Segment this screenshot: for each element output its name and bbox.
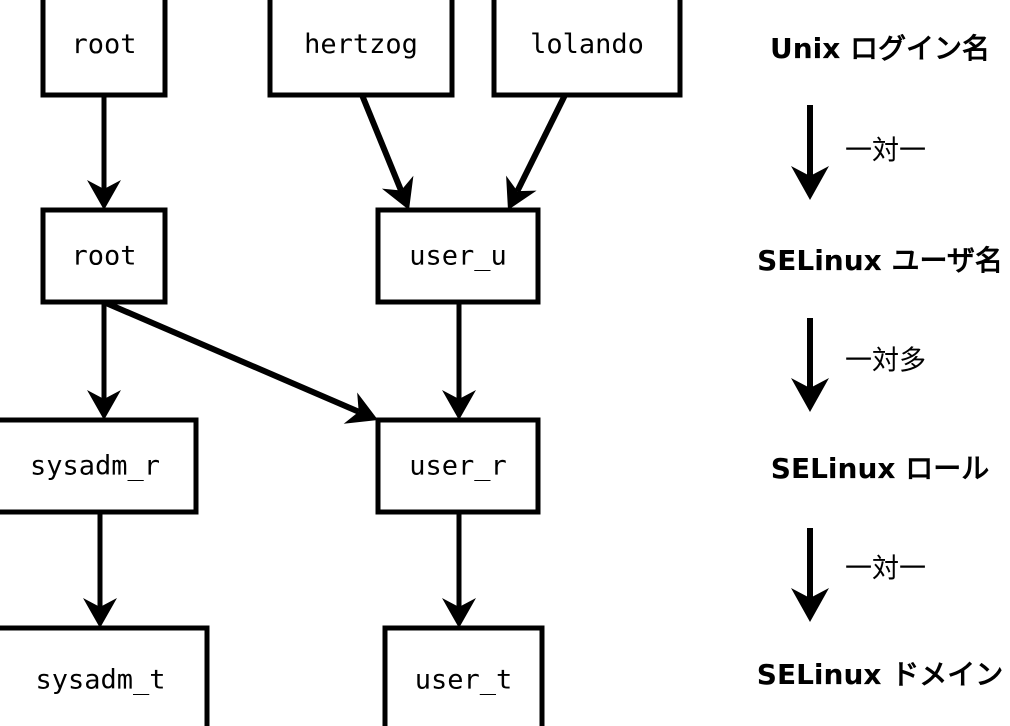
- arrow-down-icon: [791, 166, 829, 200]
- node-label: user_u: [409, 241, 507, 272]
- legend-stage-selinux-role: SELinux ロール: [771, 452, 989, 485]
- legend-rel-login-to-user: 一対一: [791, 105, 926, 200]
- node-label: root: [71, 241, 136, 272]
- edge-shaft: [104, 300, 360, 415]
- arrow-head-icon: [381, 175, 414, 210]
- node-dom_sysadm_t[interactable]: sysadm_t: [0, 625, 210, 726]
- arrow-head-icon: [83, 598, 117, 628]
- node-box: [375, 207, 541, 305]
- legend-rel-user-to-role: 一対多: [791, 318, 926, 412]
- node-box: [382, 625, 545, 726]
- node-label: user_r: [409, 451, 507, 482]
- node-box: [40, 207, 168, 305]
- node-login_root[interactable]: root: [40, 0, 168, 98]
- legend-stage-selinux-domain: SELinux ドメイン: [757, 658, 1003, 691]
- edge-role_user_r-to-dom_user_t: [442, 512, 476, 628]
- node-login_lolando[interactable]: lolando: [491, 0, 683, 98]
- legend-stage-selinux-user: SELinux ユーザ名: [757, 244, 1003, 277]
- legend-relation-label: 一対多: [845, 346, 926, 377]
- node-dom_user_t[interactable]: user_t: [382, 625, 545, 726]
- node-login_hertzog[interactable]: hertzog: [267, 0, 455, 98]
- arrow-head-icon: [87, 390, 121, 420]
- edge-role_sysadm_r-to-dom_sysadm_t: [83, 512, 117, 628]
- edge-login_root-to-seuser_root: [87, 95, 121, 210]
- node-box: [267, 0, 455, 98]
- arrow-head-icon: [506, 175, 537, 210]
- legend-stage-unix-login: Unix ログイン名: [770, 32, 990, 65]
- node-label: sysadm_r: [30, 451, 160, 482]
- node-box: [0, 417, 199, 515]
- edges-layer: [83, 93, 568, 628]
- arrow-down-icon: [791, 378, 829, 412]
- legend-relation-label: 一対一: [845, 554, 926, 585]
- legend-relation-label: 一対一: [845, 136, 926, 167]
- node-label: sysadm_t: [35, 665, 165, 696]
- edge-login_hertzog-to-seuser_user_u: [359, 93, 414, 210]
- edge-shaft: [359, 93, 404, 192]
- node-role_sysadm_r[interactable]: sysadm_r: [0, 417, 199, 515]
- arrow-head-icon: [343, 392, 378, 424]
- node-label: hertzog: [304, 29, 418, 60]
- legend-rel-role-to-domain: 一対一: [791, 528, 926, 622]
- node-label: lolando: [530, 29, 644, 60]
- node-seuser_user_u[interactable]: user_u: [375, 207, 541, 305]
- node-box: [0, 625, 210, 726]
- edge-seuser_root-to-role_sysadm_r: [87, 302, 121, 420]
- node-box: [375, 417, 541, 515]
- node-role_user_r[interactable]: user_r: [375, 417, 541, 515]
- node-seuser_root[interactable]: root: [40, 207, 168, 305]
- node-box: [491, 0, 683, 98]
- node-box: [40, 0, 168, 98]
- node-label: user_t: [415, 665, 513, 696]
- legend-layer: Unix ログイン名 SELinux ユーザ名 SELinux ロール SELinux…: [757, 32, 1003, 691]
- arrow-down-icon: [791, 588, 829, 622]
- arrow-head-icon: [87, 180, 121, 210]
- edge-seuser_root-to-role_user_r: [104, 300, 378, 424]
- arrow-head-icon: [442, 390, 476, 420]
- edge-login_lolando-to-seuser_user_u: [506, 93, 568, 210]
- arrow-head-icon: [442, 598, 476, 628]
- node-label: root: [71, 29, 136, 60]
- edge-shaft: [514, 93, 568, 193]
- edge-seuser_user_u-to-role_user_r: [442, 302, 476, 420]
